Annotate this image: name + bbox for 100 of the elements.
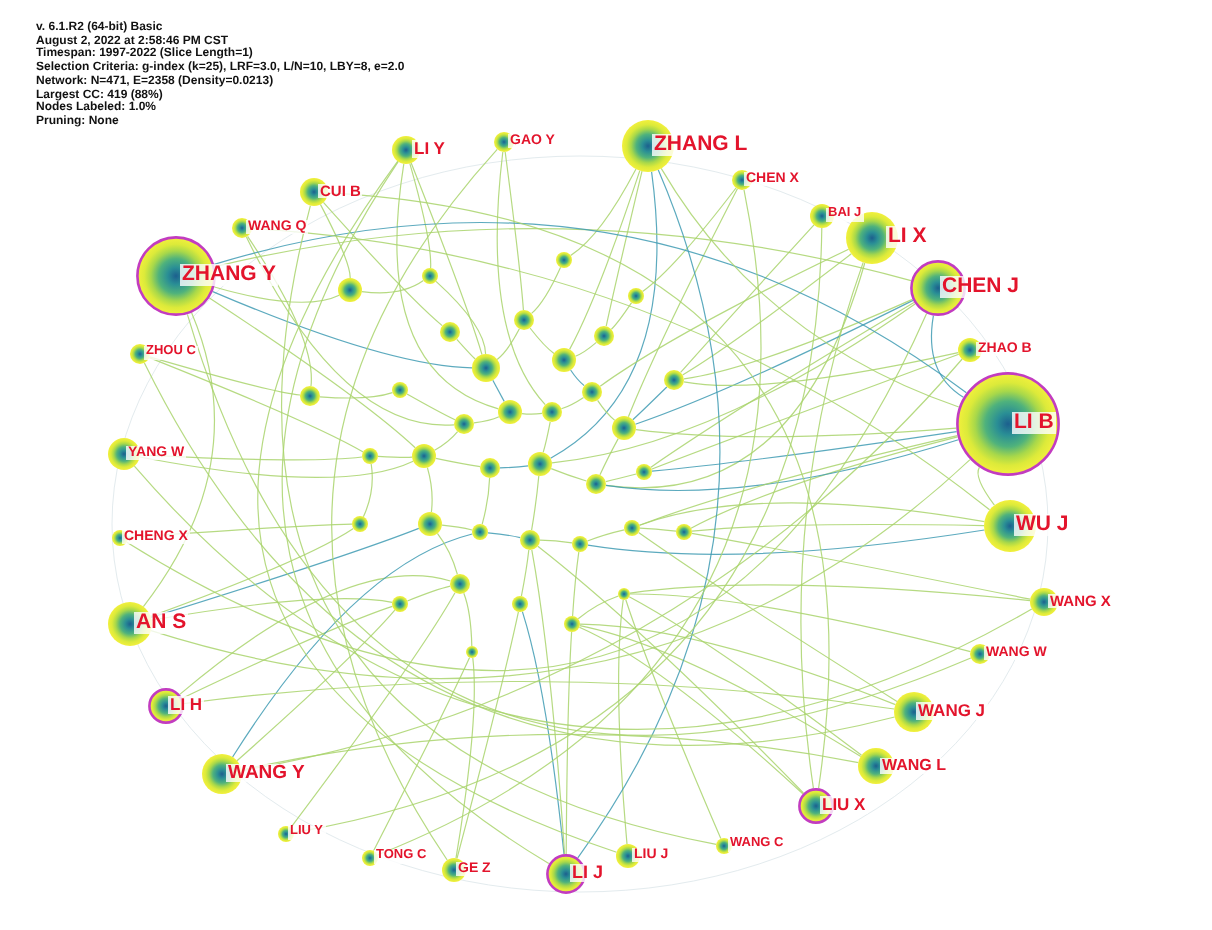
co-authorship-link [456,611,519,859]
co-authorship-link [410,162,483,356]
author-name-label: WANG Y [226,763,307,783]
author-name-label: WANG L [880,757,948,774]
co-authorship-link [319,392,393,399]
co-authorship-link [579,623,896,706]
co-authorship-link [531,266,562,314]
co-authorship-link [570,369,585,387]
co-authorship-link [521,611,565,855]
co-authorship-link [579,625,862,758]
co-authorship-link [682,253,852,376]
co-authorship-link [492,379,505,402]
co-authorship-link [435,280,487,355]
co-authorship-link [499,465,529,469]
author-name-label: WANG J [916,702,988,720]
co-authorship-link [642,187,737,292]
co-authorship-link [456,338,476,360]
co-authorship-link [463,592,473,647]
co-authorship-link [569,170,641,350]
co-authorship-link [531,549,566,855]
co-authorship-link [639,527,677,532]
co-authorship-link [537,545,804,794]
co-authorship-link [212,291,473,369]
co-authorship-link [473,416,500,424]
co-authorship-link [650,301,915,468]
co-authorship-link [361,280,424,294]
co-authorship-link [143,362,896,746]
co-authorship-link [550,468,587,482]
author-name-label: LI J [570,864,606,883]
co-authorship-link [208,297,416,449]
co-authorship-link [496,151,546,406]
co-authorship-link [560,396,585,410]
co-authorship-link [639,502,985,526]
co-authorship-link [632,386,668,421]
co-authorship-link [586,529,625,542]
co-authorship-link [650,353,960,470]
co-authorship-link [638,532,898,702]
co-authorship-link [520,549,530,597]
co-authorship-link [605,473,637,483]
co-authorship-link [565,631,573,855]
co-authorship-link [406,585,451,602]
co-authorship-link [605,439,959,492]
co-authorship-link [635,427,957,438]
co-authorship-link [504,151,524,311]
co-authorship-link [396,163,499,410]
co-authorship-link [142,312,215,608]
co-authorship-link [651,431,958,472]
co-authorship-link [610,302,633,330]
co-authorship-link [435,457,481,468]
co-authorship-link [550,171,658,459]
co-authorship-link [628,596,863,756]
co-authorship-link [281,205,717,845]
co-authorship-link [496,328,520,360]
co-authorship-link [570,168,637,257]
co-authorship-link [627,188,738,418]
co-authorship-link [551,303,916,464]
co-authorship-link [618,599,628,845]
co-authorship-link [406,393,456,421]
co-authorship-link [455,657,475,859]
co-authorship-link [977,466,995,506]
co-authorship-link [409,162,432,269]
co-authorship-link [373,656,471,852]
co-authorship-link [290,592,456,829]
co-authorship-link [319,203,351,279]
co-authorship-link [542,421,551,453]
co-authorship-link [434,431,459,451]
co-authorship-link [181,605,393,699]
co-authorship-link [572,551,580,617]
co-authorship-link [487,532,521,539]
co-authorship-link [236,609,396,762]
co-authorship-link [660,167,960,408]
author-name-label: AN S [134,612,189,634]
co-authorship-link [691,532,1031,600]
co-authorship-link [634,299,914,425]
co-authorship-link [245,236,455,426]
co-authorship-link [232,533,473,758]
co-authorship-link [599,248,850,387]
co-authorship-link [680,224,815,373]
co-authorship-link [126,313,928,670]
co-authorship-link [683,298,913,380]
co-authorship-link [599,438,619,476]
co-authorship-link [529,327,555,354]
co-authorship-link [587,529,985,555]
co-authorship-link [213,286,340,303]
co-authorship-link [377,455,413,458]
co-authorship-link [322,201,443,327]
co-authorship-link [133,465,1033,730]
co-authorship-link [436,532,458,575]
co-authorship-link [690,436,959,529]
co-authorship-link [426,467,433,513]
co-authorship-link [597,399,616,421]
co-authorship-link [362,463,373,518]
co-authorship-link [629,584,1031,602]
co-authorship-link [578,626,804,795]
co-authorship-link [638,435,958,526]
author-name-label: LI B [1012,412,1056,434]
author-name-label: LI X [886,226,929,248]
co-authorship-link [281,161,550,865]
co-authorship-link [930,315,964,398]
co-authorship-link [441,524,473,531]
